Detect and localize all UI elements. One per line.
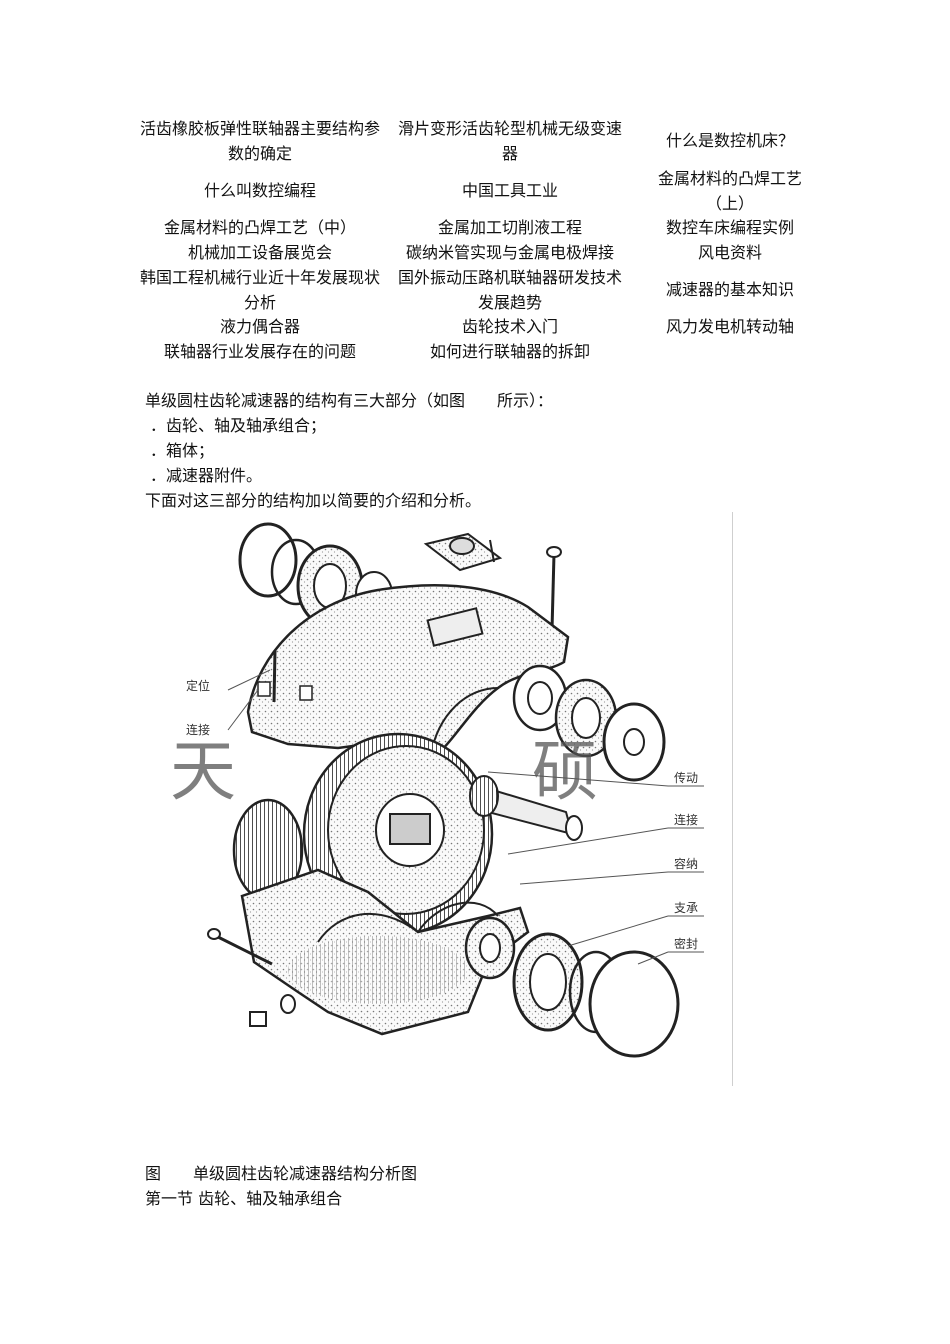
label-positioning: 定位 <box>186 678 210 693</box>
gear-reducer-figure: 定位 连接 传动 连接 容纳 支承 密封 天 硕 <box>168 512 734 1090</box>
figure-edge-line <box>732 512 733 1086</box>
label-transmission: 传动 <box>674 770 698 785</box>
link-cell[interactable]: 如何进行联轴器的拆卸 <box>395 339 625 364</box>
link-cell[interactable]: 数控车床编程实例 <box>640 215 820 240</box>
related-link[interactable]: 中国工具工业 <box>461 181 558 200</box>
link-cell[interactable]: 中国工具工业 <box>395 178 625 203</box>
link-cell[interactable]: 风电资料 <box>640 240 820 265</box>
label-connect-left: 连接 <box>186 722 210 737</box>
label-contain: 容纳 <box>674 856 698 871</box>
link-cell[interactable]: 液力偶合器 <box>140 314 380 339</box>
link-cell[interactable]: 滑片变形活齿轮型机械无级变速器 <box>395 116 625 166</box>
related-link[interactable]: 数控车床编程实例 <box>665 218 794 237</box>
watermark-right: 硕 <box>532 733 598 810</box>
label-connect-right: 连接 <box>674 812 698 827</box>
related-links: 活齿橡胶板弹性联轴器主要结构参数的确定 什么叫数控编程 金属材料的凸焊工艺（中）… <box>140 112 820 372</box>
related-link[interactable]: 联轴器行业发展存在的问题 <box>163 342 356 361</box>
related-link[interactable]: 液力偶合器 <box>219 317 300 336</box>
related-link[interactable]: 活齿橡胶板弹性联轴器主要结构参数的确定 <box>140 119 381 163</box>
link-cell[interactable]: 金属加工切削液工程 <box>395 215 625 240</box>
intro-item: ．减速器附件。 <box>150 466 263 485</box>
section-heading: 第一节 齿轮、轴及轴承组合 <box>145 1189 343 1208</box>
link-cell[interactable]: 碳纳米管实现与金属电极焊接 <box>395 240 625 265</box>
label-support: 支承 <box>674 901 698 915</box>
link-cell[interactable]: 风力发电机转动轴 <box>640 314 820 339</box>
link-cell[interactable]: 机械加工设备展览会 <box>140 240 380 265</box>
link-cell[interactable]: 什么是数控机床？ <box>640 128 820 153</box>
intro-item: ．齿轮、轴及轴承组合； <box>150 416 327 435</box>
related-link[interactable]: 金属材料的凸焊工艺（中） <box>163 218 356 237</box>
link-cell[interactable]: 金属材料的凸焊工艺（中） <box>140 215 380 240</box>
gear-reducer-illustration: 定位 连接 传动 连接 容纳 支承 密封 天 硕 <box>170 522 704 1058</box>
related-link[interactable]: 什么叫数控编程 <box>203 181 316 200</box>
link-cell[interactable]: 齿轮技术入门 <box>395 314 625 339</box>
related-link[interactable]: 金属材料的凸焊工艺（上） <box>657 169 802 213</box>
intro-summary: 下面对这三部分的结构加以简要的介绍和分析。 <box>145 491 482 510</box>
related-link[interactable]: 齿轮技术入门 <box>461 317 558 336</box>
related-link[interactable]: 国外振动压路机联轴器研发技术发展趋势 <box>397 268 622 312</box>
related-link[interactable]: 如何进行联轴器的拆卸 <box>429 342 590 361</box>
watermark-left: 天 <box>170 733 236 810</box>
link-cell[interactable]: 什么叫数控编程 <box>140 178 380 203</box>
related-link[interactable]: 风力发电机转动轴 <box>665 317 794 336</box>
link-cell[interactable]: 联轴器行业发展存在的问题 <box>140 339 380 364</box>
related-link[interactable]: 碳纳米管实现与金属电极焊接 <box>405 243 614 262</box>
related-link[interactable]: 机械加工设备展览会 <box>187 243 332 262</box>
related-link[interactable]: 滑片变形活齿轮型机械无级变速器 <box>397 119 622 163</box>
related-link[interactable]: 风电资料 <box>697 243 762 262</box>
intro-lead: 单级圆柱齿轮减速器的结构有三大部分（如图 所示）： <box>145 391 554 410</box>
figure-caption: 图 单级圆柱齿轮减速器结构分析图 <box>145 1164 418 1183</box>
label-seal: 密封 <box>674 936 698 951</box>
related-link[interactable]: 什么是数控机床？ <box>665 131 794 150</box>
intro-item: ．箱体； <box>150 441 215 460</box>
related-link[interactable]: 韩国工程机械行业近十年发展现状分析 <box>140 268 381 312</box>
link-cell[interactable]: 国外振动压路机联轴器研发技术发展趋势 <box>395 265 625 315</box>
link-cell[interactable]: 韩国工程机械行业近十年发展现状分析 <box>140 265 380 315</box>
link-cell[interactable]: 活齿橡胶板弹性联轴器主要结构参数的确定 <box>140 116 380 166</box>
related-link[interactable]: 金属加工切削液工程 <box>437 218 582 237</box>
related-link[interactable]: 减速器的基本知识 <box>665 280 794 299</box>
link-cell[interactable]: 金属材料的凸焊工艺（上） <box>650 166 810 216</box>
link-cell[interactable]: 减速器的基本知识 <box>640 277 820 302</box>
